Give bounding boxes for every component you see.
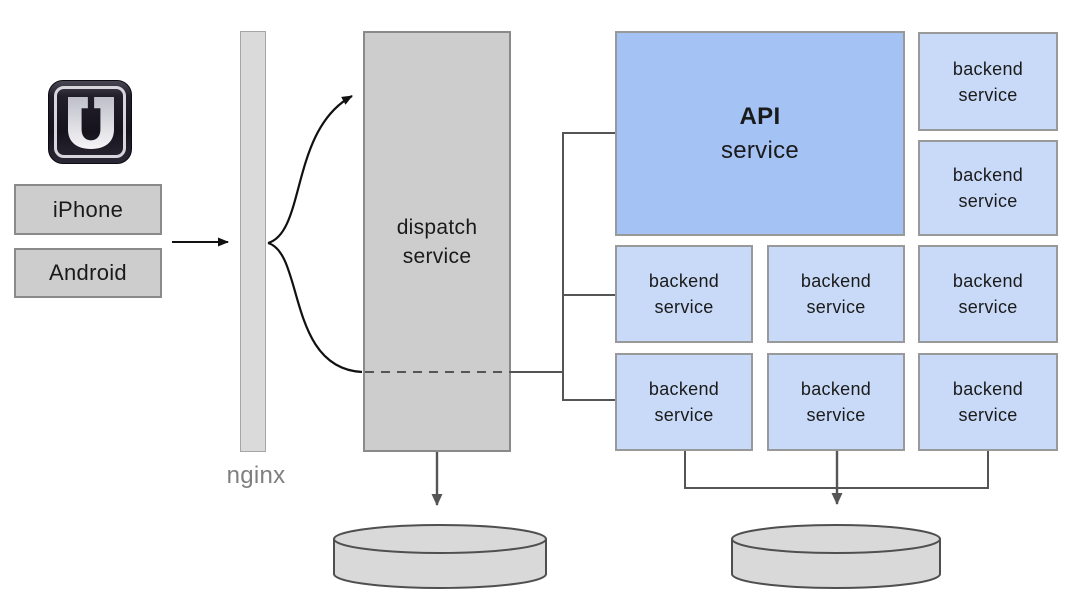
node-iphone: iPhone	[14, 184, 162, 235]
backend-label-line2: service	[958, 405, 1018, 425]
datastore-dispatch-body	[333, 538, 547, 589]
uber-logo-icon	[48, 80, 132, 164]
node-backend-service-2: backend service	[918, 140, 1058, 236]
datastore-backends-body	[731, 538, 941, 589]
node-backend-service-1: backend service	[918, 32, 1058, 131]
node-backend-service-3: backend service	[615, 245, 753, 343]
backend-label-line2: service	[958, 297, 1018, 317]
uber-u-glyph	[68, 97, 114, 149]
datastore-backends-top	[731, 524, 941, 554]
uber-u-path	[68, 97, 114, 149]
nginx-label-text: nginx	[226, 462, 286, 489]
backend-label-line2: service	[958, 84, 1018, 105]
backend-label-line1: backend	[952, 165, 1024, 185]
backend-label-line1: backend	[648, 379, 720, 399]
backend-label-line2: service	[958, 191, 1018, 211]
node-backend-service-6: backend service	[615, 353, 753, 451]
datastore-backends	[731, 524, 941, 589]
node-backend-service-5: backend service	[918, 245, 1058, 343]
backend-label-line2: service	[654, 297, 714, 317]
curve-nginx-to-dispatch-top	[267, 95, 353, 245]
trunk-connector-api-backends	[562, 132, 615, 401]
api-label-line1: API	[739, 102, 781, 130]
node-backend-service-8: backend service	[918, 353, 1058, 451]
node-backend-service-4: backend service	[767, 245, 905, 343]
datastore-dispatch-top	[333, 524, 547, 554]
node-backend-service-7: backend service	[767, 353, 905, 451]
api-label-line2: service	[720, 136, 800, 164]
nginx-label: nginx	[206, 461, 306, 491]
backend-label-line1: backend	[952, 379, 1024, 399]
node-nginx-bar	[240, 31, 266, 452]
backend-label-line2: service	[654, 405, 714, 425]
dispatch-label-line1: dispatch	[396, 215, 478, 239]
backend-label-line2: service	[806, 297, 866, 317]
curve-nginx-to-dispatch-bottom	[267, 241, 363, 374]
backend-label-line1: backend	[952, 58, 1024, 79]
backend-label-line1: backend	[648, 271, 720, 291]
datastore-dispatch	[333, 524, 547, 589]
backend-label-line2: service	[806, 405, 866, 425]
node-android: Android	[14, 248, 162, 298]
iphone-label: iPhone	[52, 196, 124, 222]
android-label: Android	[49, 260, 127, 285]
backend-label-line1: backend	[800, 379, 872, 399]
backend-label-line1: backend	[800, 271, 872, 291]
backend-label-line1: backend	[952, 271, 1024, 291]
dispatch-label-line2: service	[402, 244, 472, 268]
node-api-service: API service	[615, 31, 905, 236]
node-dispatch-service: dispatch service	[363, 31, 511, 452]
connector-backends-merge	[684, 451, 989, 489]
